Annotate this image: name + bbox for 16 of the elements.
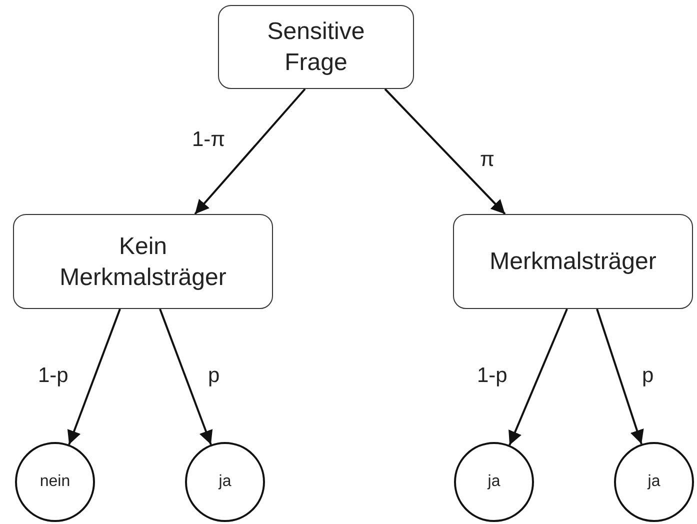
arrow — [596, 308, 644, 444]
arrow — [508, 308, 568, 446]
node-text: nein — [40, 473, 70, 491]
node-text: Sensitive Frage — [266, 17, 366, 78]
arrow — [194, 88, 306, 215]
node-text: Kein Merkmalsträger — [58, 232, 228, 292]
arrow — [384, 88, 506, 215]
arrow — [159, 308, 213, 445]
node-text: ja — [648, 473, 660, 491]
node-text: ja — [218, 473, 232, 491]
arrow — [67, 308, 121, 445]
rounded-box — [218, 5, 414, 89]
node-text: Merkmalsträger — [490, 247, 656, 277]
node-text: ja — [488, 473, 500, 491]
rounded-box — [13, 214, 273, 309]
rounded-box — [453, 214, 693, 309]
